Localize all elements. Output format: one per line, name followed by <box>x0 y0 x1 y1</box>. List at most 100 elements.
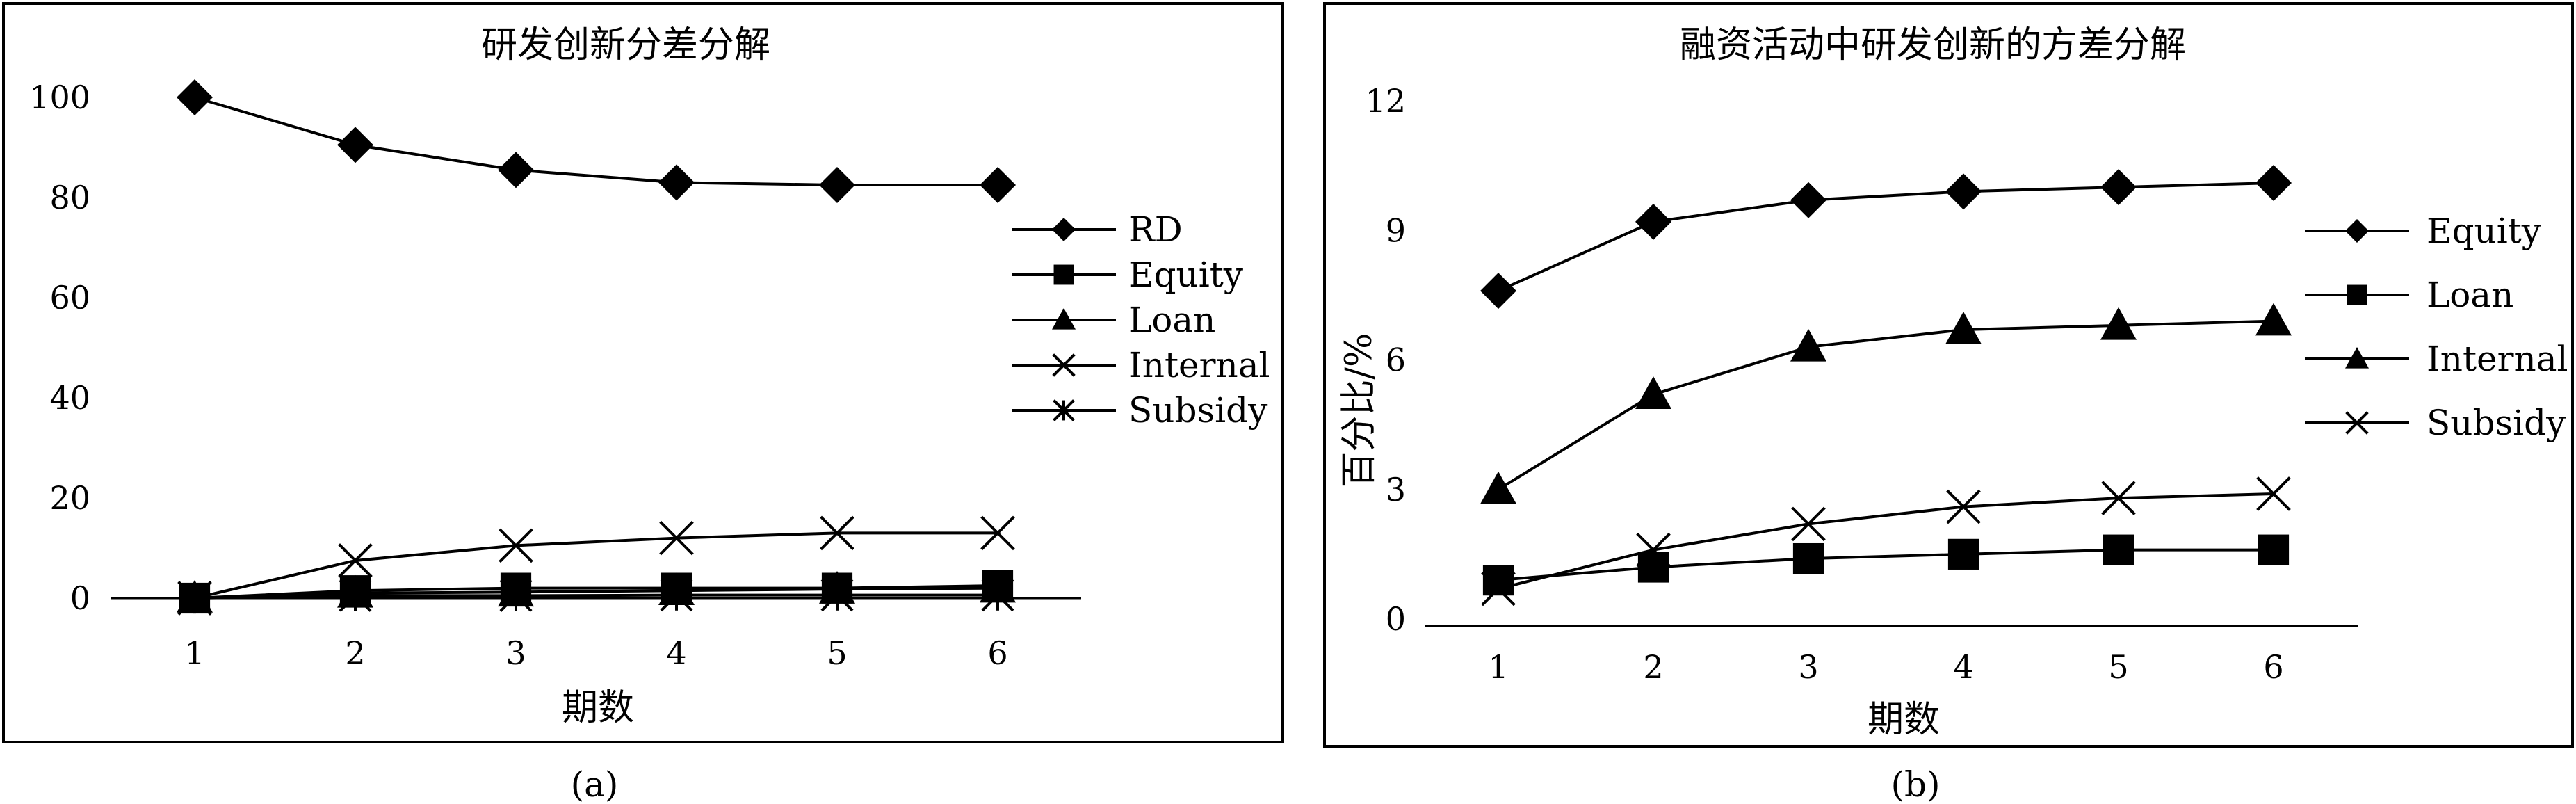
chart-frame-b <box>1323 2 2574 748</box>
data-point <box>2100 307 2137 340</box>
data-point <box>337 127 373 163</box>
legend-marker <box>2345 411 2369 435</box>
panel-caption-b: (b) <box>1890 764 1940 804</box>
data-point <box>820 515 854 551</box>
series-group-a <box>177 79 1016 616</box>
data-point <box>1481 571 1516 606</box>
series-rd <box>177 79 1016 203</box>
legend-label: Loan <box>2427 275 2513 315</box>
x-tick-label: 3 <box>505 634 526 672</box>
legend-label: Equity <box>2427 211 2542 251</box>
series-loan <box>177 570 1016 613</box>
data-point <box>499 528 533 563</box>
x-tick-label: 3 <box>1798 648 1818 686</box>
legend-item-loan: Loan <box>1012 300 1215 340</box>
data-point <box>1790 328 1826 362</box>
data-point <box>1945 173 1982 210</box>
data-point <box>499 579 533 612</box>
series-loan <box>1482 534 2290 596</box>
data-point <box>980 515 1015 551</box>
chart-frame-a <box>2 2 1284 743</box>
series-internal <box>177 515 1015 616</box>
x-tick-labels-a: 1 2 3 4 5 6 <box>184 634 1007 672</box>
data-point <box>1635 376 1671 409</box>
legend-marker <box>1052 353 1076 377</box>
data-point <box>2255 164 2292 201</box>
legend-item-subsidy: Subsidy <box>2305 403 2566 443</box>
legend-item-internal: Internal <box>1012 345 1270 385</box>
series-subsidy <box>1481 476 2291 606</box>
data-point <box>2101 481 2136 515</box>
x-tick-label: 2 <box>1643 648 1663 686</box>
data-point <box>981 579 1014 612</box>
data-point <box>178 581 211 615</box>
legend-label: RD <box>1128 209 1183 250</box>
series-line <box>194 586 998 600</box>
data-point <box>660 579 693 612</box>
legend-marker <box>1052 308 1076 330</box>
series-line <box>194 96 998 186</box>
x-tick-label: 1 <box>184 634 204 672</box>
data-point <box>2258 534 2290 565</box>
panel-caption-a: (a) <box>571 764 619 804</box>
y-tick-label: 9 <box>1386 211 1406 249</box>
legend-item-loan: Loan <box>2305 275 2513 315</box>
legend-label: Subsidy <box>1128 390 1268 431</box>
x-axis-label-b: 期数 <box>1868 699 1940 741</box>
x-tick-label: 2 <box>345 634 365 672</box>
data-point <box>2255 303 2292 336</box>
y-tick-label: 3 <box>1386 471 1406 508</box>
y-tick-label: 6 <box>1386 341 1406 379</box>
data-point <box>658 164 695 201</box>
data-point <box>1480 471 1516 504</box>
x-tick-label: 5 <box>827 634 847 672</box>
y-tick-label: 60 <box>49 279 90 316</box>
series-line <box>194 593 998 600</box>
legend-label: Internal <box>2427 339 2568 379</box>
data-point <box>498 152 534 188</box>
y-tick-label: 100 <box>29 79 90 116</box>
series-line <box>1498 492 2274 590</box>
x-tick-label: 4 <box>666 634 686 672</box>
data-point <box>1792 542 1824 574</box>
chart-title-b: 融资活动中研发创新的方差分解 <box>1680 24 2186 66</box>
data-point <box>177 79 213 115</box>
y-tick-label: 0 <box>70 579 90 617</box>
series-group-b <box>1480 164 2292 606</box>
data-point <box>1637 552 1669 583</box>
data-point <box>1945 312 1982 344</box>
legend-marker <box>1052 218 1076 241</box>
data-point <box>2103 534 2134 565</box>
data-point <box>659 520 694 556</box>
series-line <box>1497 319 2274 491</box>
data-point <box>338 543 373 578</box>
legend-label: Subsidy <box>2427 403 2566 443</box>
legend-label: Internal <box>1128 345 1270 385</box>
x-tick-label: 4 <box>1953 648 1973 686</box>
data-point <box>1790 182 1826 218</box>
legend-item-subsidy: Subsidy <box>1012 390 1268 431</box>
data-point <box>1636 532 1671 568</box>
legend-marker <box>1053 399 1075 421</box>
x-tick-label: 6 <box>2263 648 2283 686</box>
data-point <box>339 579 372 612</box>
series-line <box>1498 181 2274 292</box>
data-point <box>1946 489 1981 524</box>
x-tick-label: 6 <box>987 634 1007 672</box>
data-point <box>2100 169 2137 206</box>
data-point <box>1480 273 1516 309</box>
data-point <box>819 167 855 203</box>
legend-marker <box>2345 219 2369 243</box>
data-point <box>1947 538 1979 570</box>
legend-item-equity: Equity <box>2305 211 2542 251</box>
data-point <box>1791 506 1826 542</box>
legend-item-internal: Internal <box>2305 339 2568 379</box>
legend-marker <box>1053 264 1074 285</box>
y-tick-label: 20 <box>49 479 90 517</box>
